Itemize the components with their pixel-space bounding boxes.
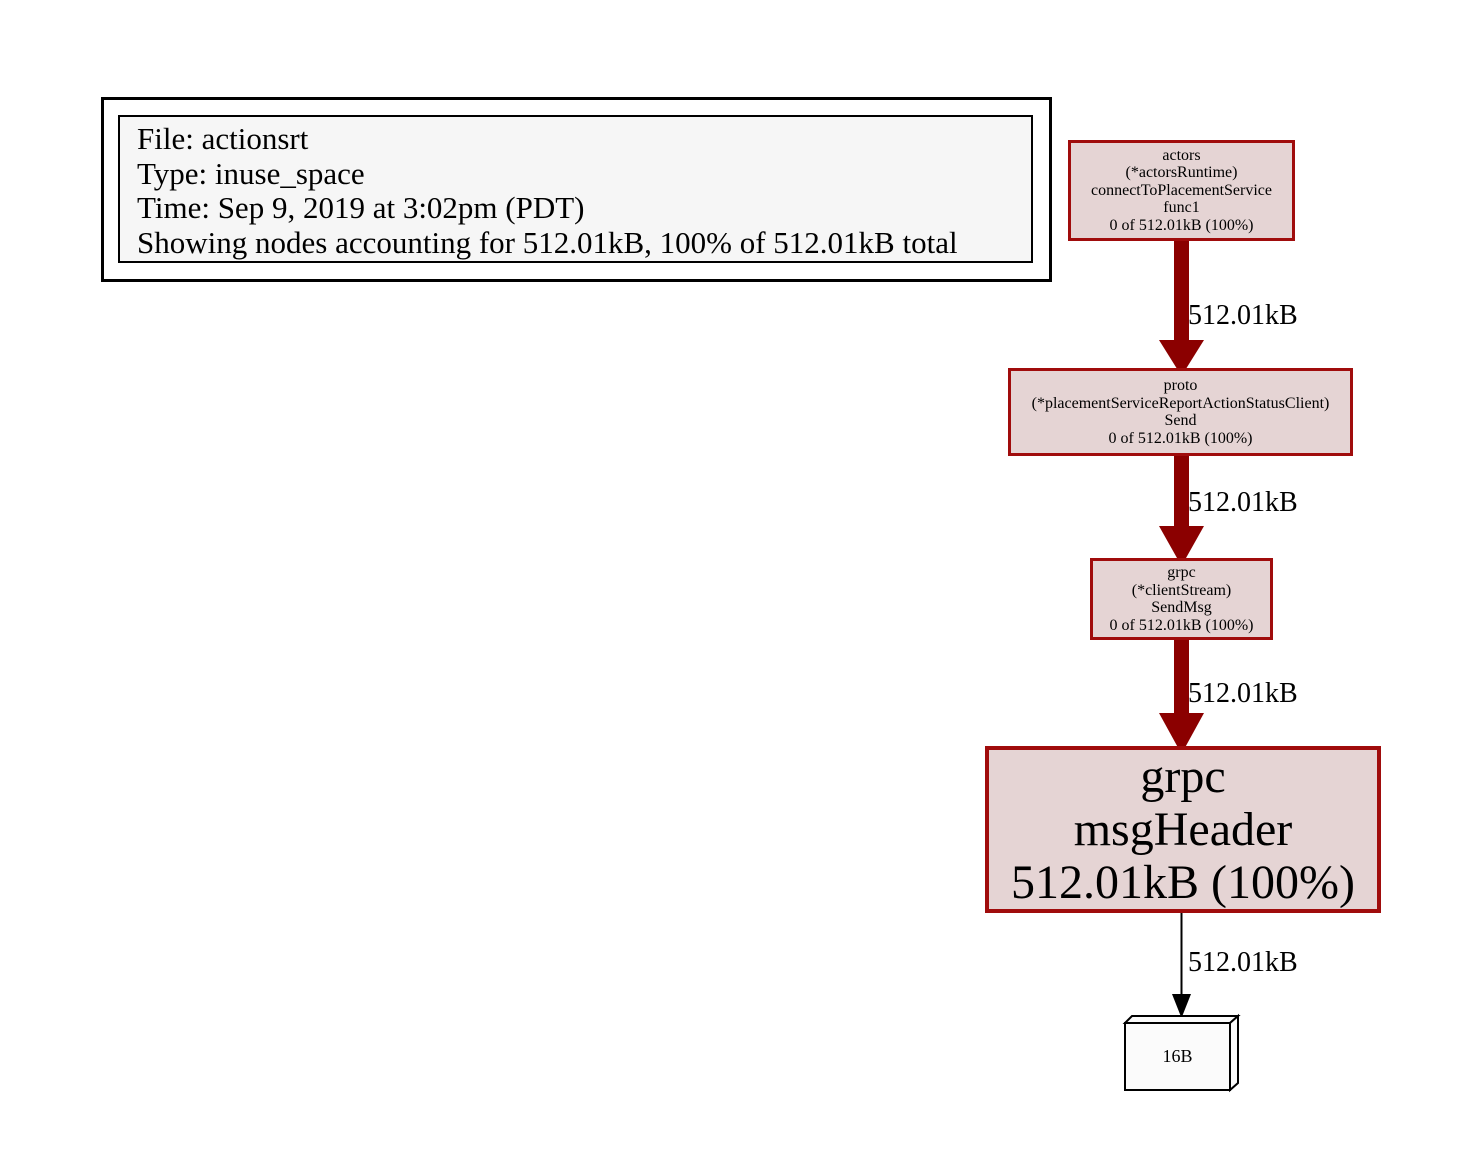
box3d-front-face bbox=[1124, 1022, 1231, 1091]
node-actors-connectToPlacementService-func1[interactable]: actors (*actorsRuntime) connectToPlaceme… bbox=[1068, 140, 1295, 241]
node-func-label: func1 bbox=[1163, 199, 1200, 217]
legend-type-line: Type: inuse_space bbox=[137, 155, 365, 191]
legend-box-inner: File: actionsrt Type: inuse_space Time: … bbox=[118, 115, 1033, 263]
node-func-label: msgHeader bbox=[1073, 803, 1293, 856]
legend-box: File: actionsrt Type: inuse_space Time: … bbox=[101, 97, 1052, 282]
legend-time-line: Time: Sep 9, 2019 at 3:02pm (PDT) bbox=[137, 190, 585, 225]
node-grpc-msgheader[interactable]: grpc msgHeader 512.01kB (100%) bbox=[985, 746, 1381, 913]
edge-weight-label: 512.01kB bbox=[1188, 947, 1298, 978]
box3d-shape bbox=[1122, 1013, 1241, 1093]
node-value-label: 0 of 512.01kB (100%) bbox=[1108, 429, 1253, 447]
node-value-label: 16B bbox=[1162, 1046, 1193, 1066]
node-value-label: 512.01kB (100%) bbox=[1011, 856, 1355, 909]
node-func-label: Send bbox=[1164, 412, 1197, 429]
node-recv-label: (*actorsRuntime) bbox=[1125, 164, 1238, 182]
node-16b[interactable]: 16B bbox=[1121, 1013, 1243, 1095]
node-recv-label: (*clientStream) bbox=[1131, 581, 1232, 599]
node-pkg-label: proto bbox=[1163, 377, 1198, 394]
legend-file-line: File: actionsrt bbox=[137, 121, 309, 156]
box3d-right-face bbox=[1229, 1013, 1239, 1093]
node-pkg-label: grpc bbox=[1140, 750, 1226, 803]
edge-weight-label: 512.01kB bbox=[1188, 487, 1298, 518]
edge-weight-label: 512.01kB bbox=[1188, 300, 1298, 331]
node-grpc-sendmsg[interactable]: grpc (*clientStream) SendMsg 0 of 512.01… bbox=[1090, 558, 1273, 640]
node-func-label: SendMsg bbox=[1151, 599, 1212, 616]
node-value-label: 0 of 512.01kB (100%) bbox=[1109, 616, 1254, 634]
edge-weight-label: 512.01kB bbox=[1188, 678, 1298, 709]
node-pkg-label: actors bbox=[1162, 146, 1201, 164]
node-func-label: connectToPlacementService bbox=[1090, 181, 1273, 199]
node-pkg-label: grpc bbox=[1167, 564, 1196, 581]
node-recv-label: (*placementServiceReportActionStatusClie… bbox=[1031, 394, 1330, 412]
node-proto-send[interactable]: proto (*placementServiceReportActionStat… bbox=[1008, 368, 1353, 456]
box3d-top-face bbox=[1122, 1015, 1241, 1024]
node-value-label: 0 of 512.01kB (100%) bbox=[1109, 216, 1254, 234]
legend-summary-line: Showing nodes accounting for 512.01kB, 1… bbox=[137, 224, 958, 260]
